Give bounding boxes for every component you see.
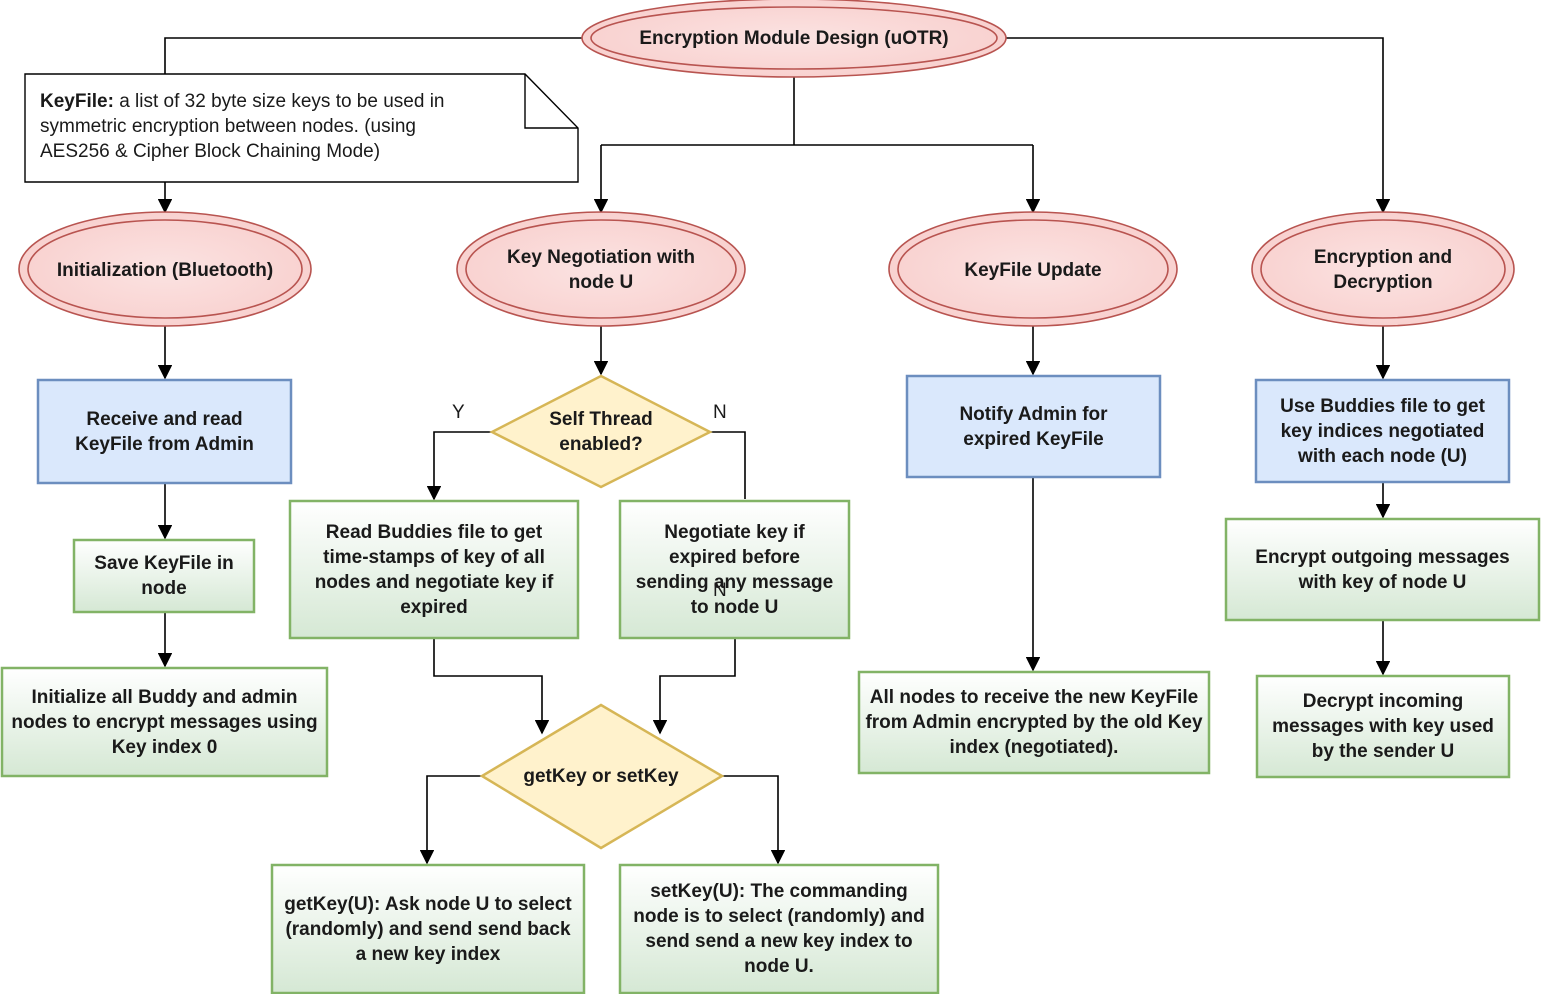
crypto-step1-label: Use Buddies file to get key indices nego…	[1280, 395, 1485, 467]
edge-setkey	[722, 775, 786, 865]
keyfile-note: KeyFile: a list of 32 byte size keys to …	[40, 89, 520, 164]
init-step1-label: Receive and read KeyFile from Admin	[75, 408, 254, 455]
edge-no-to-decision2	[652, 639, 736, 735]
setkey-box	[618, 863, 940, 994]
edge-root-right	[1003, 37, 1391, 214]
yes-step-box	[288, 499, 580, 640]
decision2-label: getKey or setKey	[523, 765, 679, 787]
crypto-step2-label: Encrypt outgoing messages with key of no…	[1255, 546, 1510, 593]
decision-label: Self Thread enabled?	[549, 409, 653, 455]
yes-label: Y	[452, 402, 465, 423]
keyfile-note-shape	[24, 73, 579, 183]
no-label-overlap: N	[713, 580, 727, 601]
init-step2-label: Save KeyFile in node	[94, 553, 234, 599]
edge-no	[710, 431, 746, 499]
root-label: Encryption Module Design (uOTR)	[639, 27, 949, 49]
crypto-ellipse	[1251, 211, 1515, 327]
crypto-title: Encryption and Decryption	[1313, 247, 1453, 293]
getkey-box	[270, 863, 586, 994]
no-label: N	[713, 402, 727, 423]
root-ellipse	[581, 0, 1007, 78]
update-title: KeyFile Update	[964, 259, 1102, 281]
no-step-label: Negotiate key if expired before sending …	[635, 521, 834, 618]
getkey-label: getKey(U): Ask node U to select (randoml…	[284, 893, 572, 965]
update-step1-box	[905, 374, 1162, 479]
negotiation-title: Key Negotiation with node U	[507, 247, 695, 293]
keyfile-note-line2: symmetric encryption between nodes. (usi…	[40, 116, 416, 137]
yes-step-label: Read Buddies file to get time-stamps of …	[314, 521, 554, 618]
crypto-step3-label: Decrypt incoming messages with key used …	[1272, 691, 1494, 762]
crypto-step1-box	[1254, 378, 1511, 484]
update-ellipse	[888, 211, 1178, 327]
crypto-step3-box	[1255, 674, 1511, 779]
setkey-label: setKey(U): The commanding node is to sel…	[633, 881, 925, 977]
decision-diamond	[489, 374, 713, 489]
edge-root-left	[164, 37, 585, 74]
init-step3-box	[0, 666, 329, 778]
update-step1-label: Notify Admin for expired KeyFile	[959, 403, 1108, 450]
edge-getkey	[419, 775, 482, 865]
keyfile-note-line3: AES256 & Cipher Block Chaining Mode)	[40, 141, 381, 162]
init-step3-label: Initialize all Buddy and admin nodes to …	[11, 686, 318, 758]
init-step2-box	[72, 538, 256, 614]
connector-lines	[157, 37, 1391, 865]
keyfile-note-line1: a list of 32 byte size keys to be used i…	[113, 91, 445, 112]
keyfile-note-term: KeyFile:	[40, 91, 114, 112]
crypto-step2-box	[1224, 517, 1541, 622]
init-ellipse	[18, 211, 312, 327]
edge-yes-to-decision2	[433, 639, 550, 735]
edge-yes	[426, 431, 492, 501]
init-step1-box	[36, 378, 293, 485]
decision2-diamond	[479, 703, 725, 850]
update-step2-box	[857, 670, 1211, 775]
init-title: Initialization (Bluetooth)	[56, 259, 274, 281]
update-step2-label: All nodes to receive the new KeyFile fro…	[865, 687, 1203, 758]
negotiation-ellipse	[456, 211, 746, 327]
no-step-box	[618, 499, 851, 640]
